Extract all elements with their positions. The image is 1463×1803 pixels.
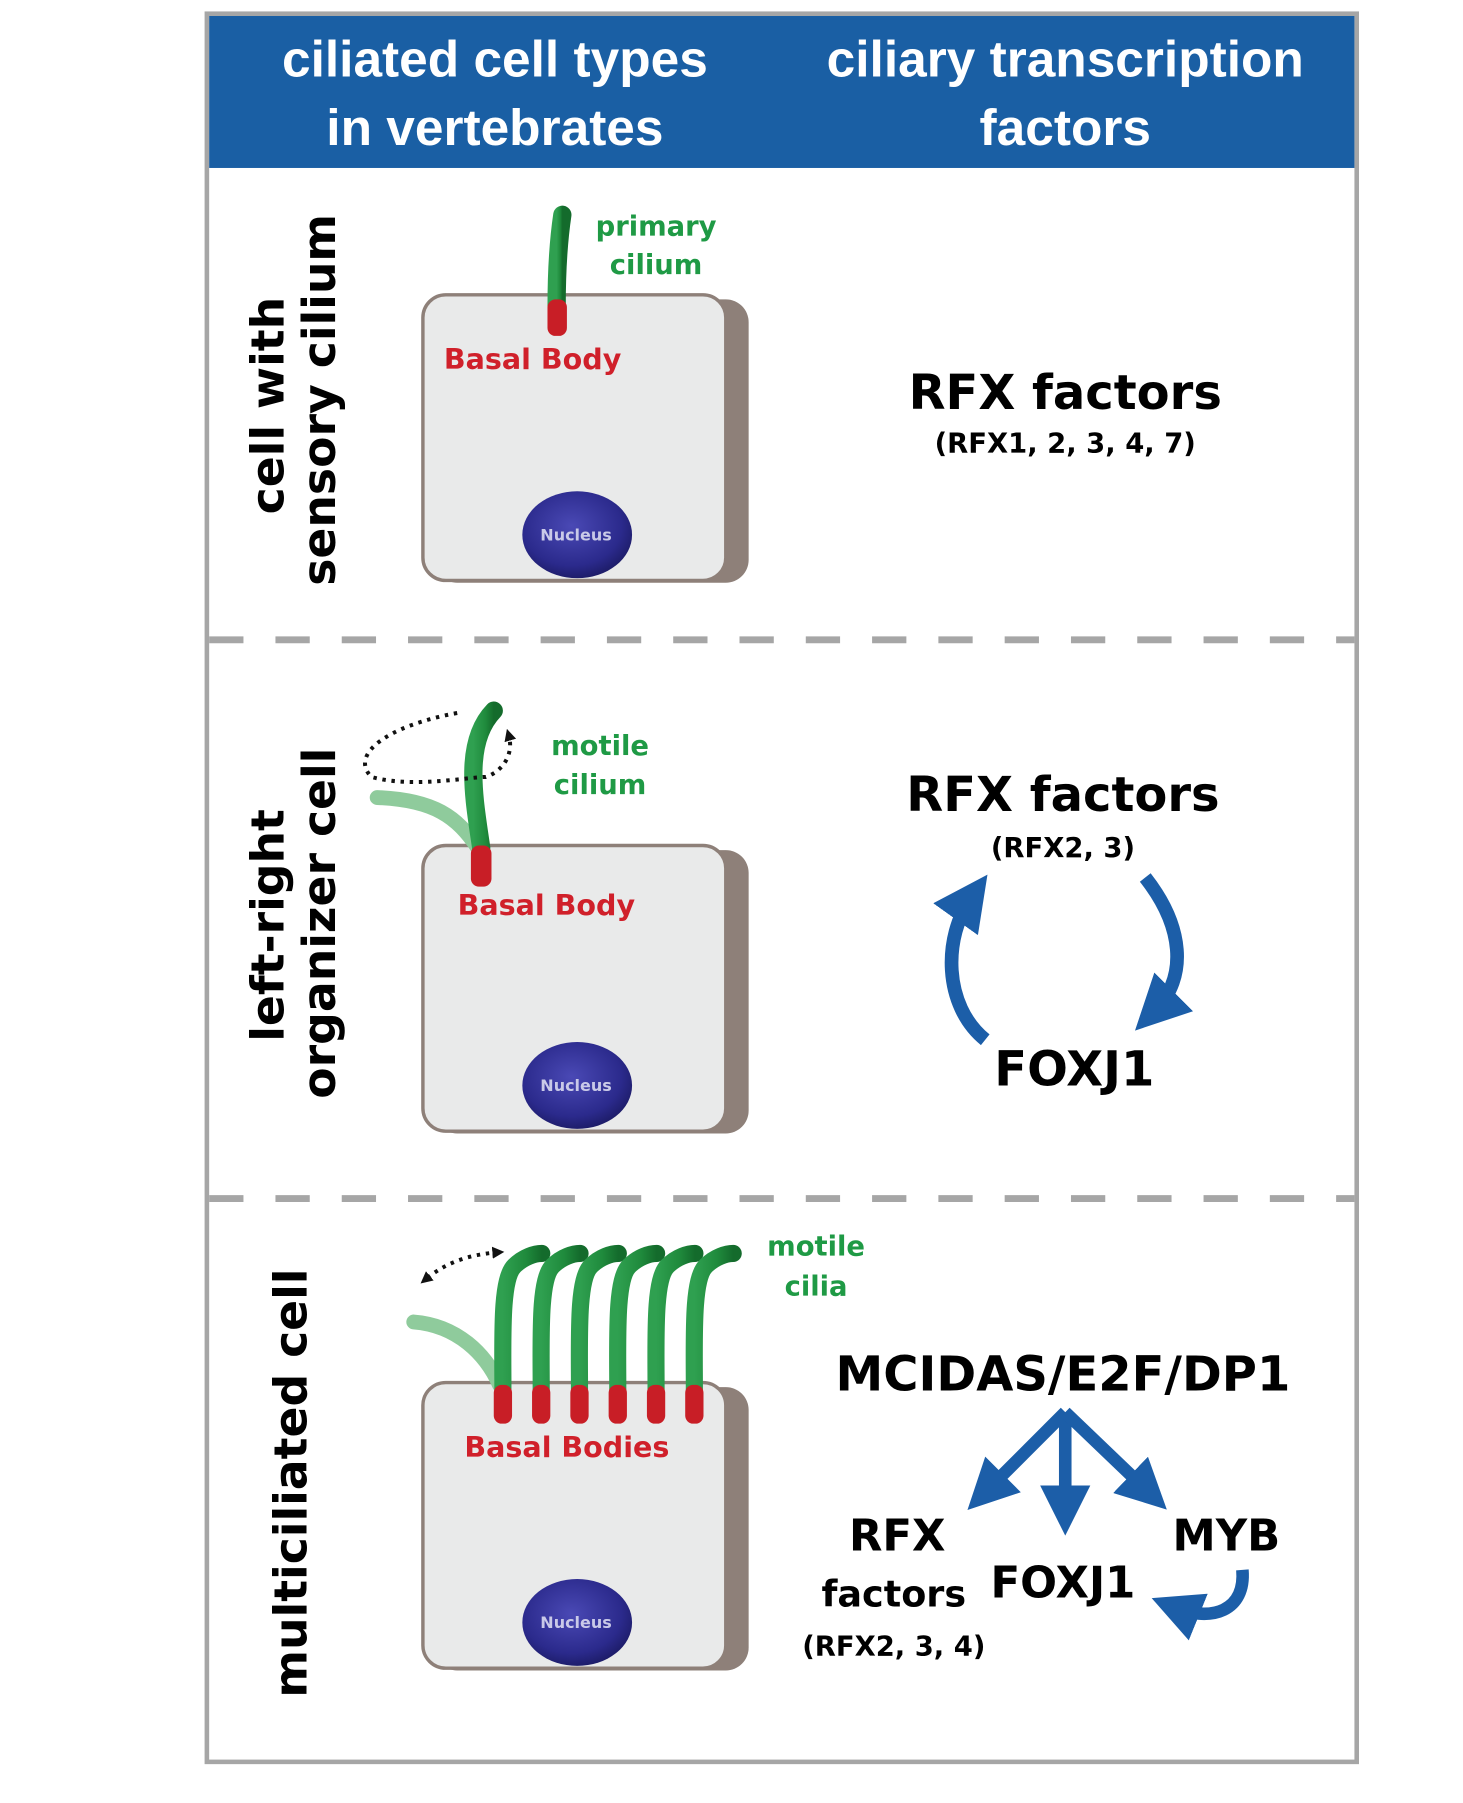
arrow-rfx-to-foxj1	[1135, 873, 1194, 1031]
row1-tf-title: RFX factors	[909, 365, 1222, 421]
row3-cilium-label-line1: motile	[767, 1232, 865, 1263]
row2-tf-title: RFX factors	[906, 767, 1219, 823]
row1-label-line2: sensory cilium	[293, 214, 346, 586]
row2-cilium-label-line1: motile	[551, 731, 649, 762]
motile-cilium	[464, 701, 503, 857]
header-left-line2: in vertebrates	[326, 98, 663, 156]
motile-cilium	[609, 1244, 666, 1398]
row2-tf-partner: FOXJ1	[994, 1041, 1154, 1097]
header-right-line2: factors	[980, 98, 1151, 156]
motile-cilium	[647, 1244, 704, 1398]
motile-cilium	[570, 1244, 627, 1398]
row2-basal-label: Basal Body	[458, 888, 636, 922]
row3-cilium-label-line2: cilia	[785, 1272, 848, 1303]
cell-body	[421, 293, 728, 583]
row3-tf-rfx-factors: factors	[821, 1572, 966, 1615]
nucleus	[522, 1042, 633, 1129]
basal-body	[608, 1384, 627, 1424]
basal-body	[470, 845, 492, 887]
motile-cilium	[685, 1244, 742, 1398]
basal-body	[532, 1384, 551, 1424]
rotation-arrow	[363, 711, 517, 785]
header-bar	[209, 15, 1355, 168]
nucleus	[522, 1579, 633, 1666]
arrow-master-to-rfx	[967, 1407, 1070, 1510]
row1-tf-members: (RFX1, 2, 3, 4, 7)	[935, 428, 1196, 459]
row1-cilium-label-line1: primary	[596, 211, 717, 242]
row-sensory-cilium: cell with sensory cilium Basal Body Nucl…	[241, 205, 1222, 586]
motile-cilium	[532, 1244, 589, 1398]
cell-body	[421, 843, 728, 1133]
row3-tf-master: MCIDAS/E2F/DP1	[836, 1347, 1291, 1403]
basal-body	[547, 299, 567, 336]
nucleus	[522, 491, 633, 579]
row2-label-line2: organizer cell	[293, 748, 346, 1099]
arrow-foxj1-to-rfx	[933, 874, 990, 1046]
row3-tf-myb: MYB	[1173, 1511, 1281, 1561]
basal-body	[493, 1384, 513, 1424]
row2-cell: Basal Body Nucleus	[363, 701, 749, 1134]
row1-cell: Basal Body Nucleus	[421, 205, 749, 583]
row2-cilium-label-line2: cilium	[554, 770, 647, 801]
row1-label-line1: cell with	[241, 297, 294, 515]
motile-cilium	[494, 1244, 551, 1398]
row-multiciliated: multiciliated cell Basal Bodies Nucleus …	[264, 1232, 1290, 1698]
row2-tf-members: (RFX2, 3)	[991, 833, 1135, 864]
header-right-line1: ciliary transcription	[827, 30, 1304, 88]
row1-nucleus-label: Nucleus	[540, 525, 611, 544]
basal-body	[646, 1384, 666, 1424]
row3-nucleus-label: Nucleus	[540, 1613, 611, 1632]
row1-basal-label: Basal Body	[444, 342, 622, 376]
row3-tf-rfx: RFX	[849, 1511, 946, 1561]
row3-cell: Basal Bodies Nucleus	[406, 1244, 749, 1671]
basal-body	[685, 1384, 704, 1424]
row2-nucleus-label: Nucleus	[540, 1076, 611, 1095]
arrow-myb-to-foxj1	[1151, 1569, 1249, 1641]
arrow-master-to-myb	[1060, 1407, 1167, 1510]
header-left-line1: ciliated cell types	[282, 30, 708, 88]
row2-label-line1: left-right	[241, 809, 294, 1042]
row1-cilium-label-line2: cilium	[610, 250, 703, 281]
row3-tf-rfx-members: (RFX2, 3, 4)	[802, 1632, 985, 1663]
figure-frame	[204, 11, 1359, 1765]
row-left-right-organizer: left-right organizer cell Basal Body Nuc…	[241, 701, 1220, 1134]
row3-label-line1: multiciliated cell	[264, 1269, 317, 1698]
primary-cilium	[547, 205, 572, 316]
row3-basal-label: Basal Bodies	[464, 1430, 669, 1464]
motile-cilia-group	[493, 1244, 742, 1424]
basal-body	[570, 1384, 589, 1424]
row3-tf-foxj1: FOXJ1	[991, 1558, 1136, 1608]
